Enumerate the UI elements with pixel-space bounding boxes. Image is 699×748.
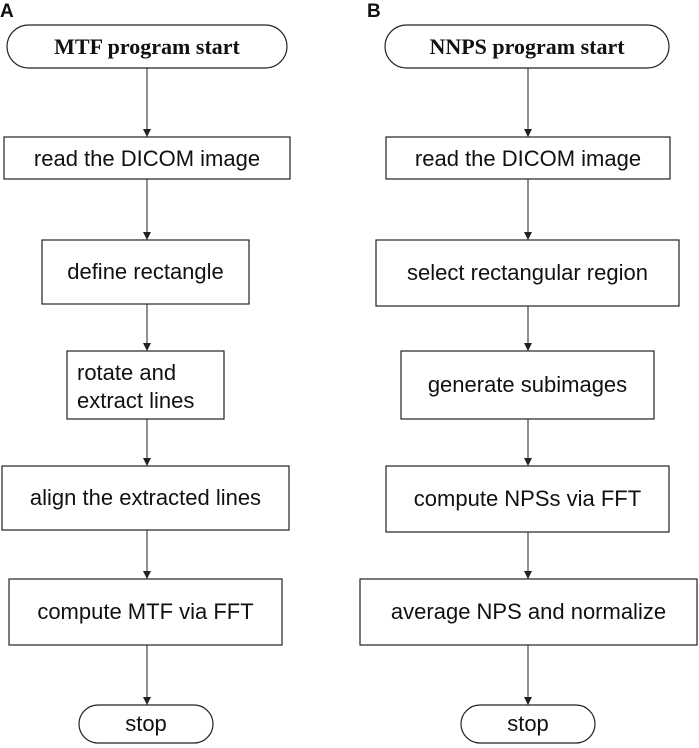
- panel-b-step-5: average NPS and normalize: [359, 578, 698, 646]
- panel-b-arrowhead-5: [524, 571, 532, 579]
- panel-a-step-4-label: align the extracted lines: [30, 485, 261, 510]
- panel-b-arrowhead-2: [524, 232, 532, 240]
- panel-b-arrowhead-3: [524, 343, 532, 351]
- panel-b-step-3-label: generate subimages: [428, 372, 627, 397]
- panel-a-connectors: [143, 68, 151, 705]
- panel-a-step-3-line-1: rotate and: [77, 360, 176, 385]
- panel-b-label: B: [367, 1, 381, 22]
- panel-a-arrowhead-6: [143, 697, 151, 705]
- panel-a-arrowhead-2: [143, 232, 151, 240]
- panel-b-step-4: compute NPSs via FFT: [385, 465, 670, 533]
- panel-a-step-4: align the extracted lines: [1, 465, 290, 531]
- panel-a-arrowhead-4: [143, 458, 151, 466]
- panel-a-start-terminal: MTF program start: [6, 24, 288, 69]
- panel-b: B NNPS program start read the DICOM imag…: [359, 1, 698, 744]
- panel-a-arrowhead-1: [143, 129, 151, 137]
- panel-b-step-2: select rectangular region: [375, 239, 680, 307]
- panel-b-stop-terminal: stop: [460, 704, 596, 744]
- panel-b-step-1: read the DICOM image: [385, 136, 671, 180]
- panel-a-arrowhead-5: [143, 571, 151, 579]
- panel-b-arrowhead-6: [524, 697, 532, 705]
- panel-a-stop-terminal: stop: [78, 704, 214, 744]
- panel-a-step-5-label: compute MTF via FFT: [37, 599, 253, 624]
- panel-a-step-2-label: define rectangle: [67, 259, 224, 284]
- panel-b-start-label: NNPS program start: [429, 34, 625, 59]
- panel-a-step-5: compute MTF via FFT: [8, 578, 283, 646]
- panel-a-arrowhead-3: [143, 343, 151, 351]
- panel-a-stop-label: stop: [125, 711, 167, 736]
- panel-b-arrowhead-4: [524, 458, 532, 466]
- panel-a-step-2: define rectangle: [41, 239, 250, 305]
- panel-b-step-3: generate subimages: [400, 350, 655, 420]
- panel-b-arrowhead-1: [524, 129, 532, 137]
- panel-a-step-1: read the DICOM image: [3, 136, 291, 180]
- panel-a-step-3-line-2: extract lines: [77, 388, 194, 413]
- panel-a: A MTF program start read the DICOM image…: [0, 1, 291, 744]
- panel-b-connectors: [524, 68, 532, 705]
- panel-a-step-1-label: read the DICOM image: [34, 146, 260, 171]
- panel-b-step-4-label: compute NPSs via FFT: [414, 486, 641, 511]
- panel-a-start-label: MTF program start: [54, 34, 240, 59]
- panel-b-step-1-label: read the DICOM image: [415, 146, 641, 171]
- panel-a-step-3-label: rotate and extract lines: [77, 360, 194, 413]
- panel-b-start-terminal: NNPS program start: [384, 24, 670, 69]
- panel-a-step-3: rotate and extract lines: [66, 350, 225, 420]
- panel-b-stop-label: stop: [507, 711, 549, 736]
- panel-b-step-5-label: average NPS and normalize: [391, 599, 666, 624]
- panel-b-step-2-label: select rectangular region: [407, 260, 648, 285]
- panel-a-label: A: [0, 1, 14, 22]
